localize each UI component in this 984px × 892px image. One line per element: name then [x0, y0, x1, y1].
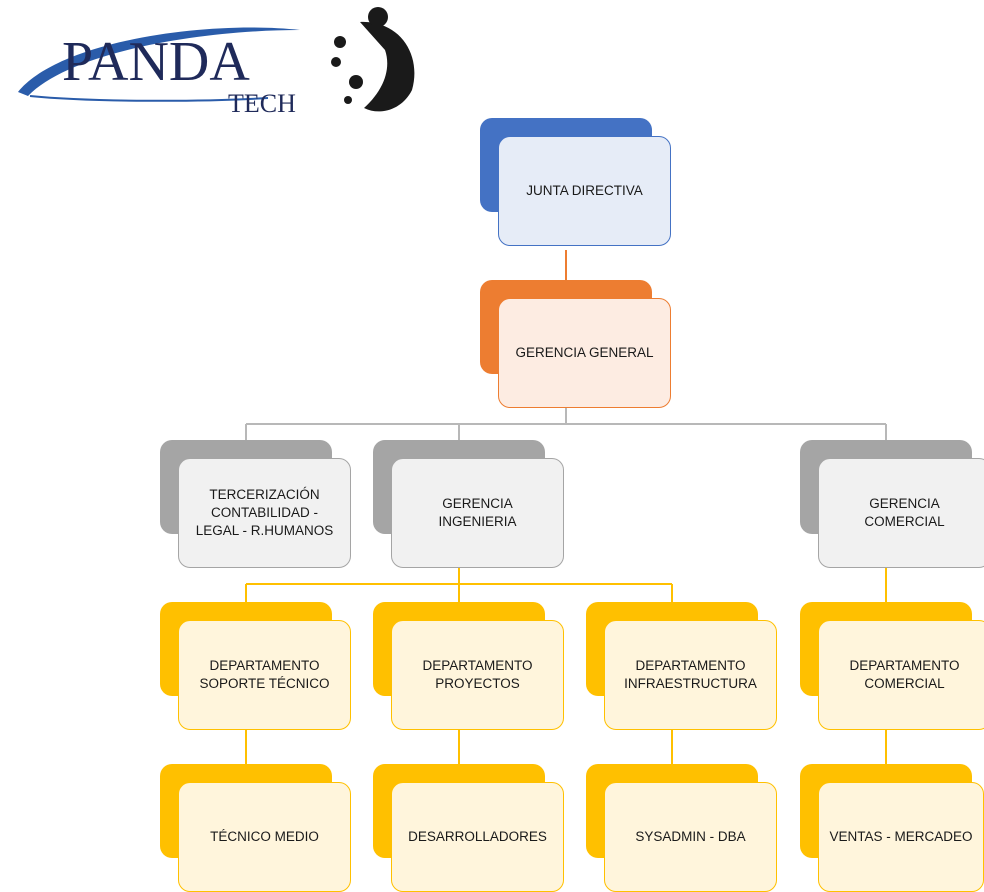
node-label: VENTAS - MERCADEO	[818, 782, 984, 892]
node-label: GERENCIA GENERAL	[498, 298, 671, 408]
node-label: DESARROLLADORES	[391, 782, 564, 892]
node-label: JUNTA DIRECTIVA	[498, 136, 671, 246]
logo-word: PANDA	[62, 31, 250, 93]
logo-sub: TECH	[228, 89, 296, 118]
panda-icon	[331, 7, 415, 112]
logo-swoosh	[18, 27, 300, 96]
node-label: SYSADMIN - DBA	[604, 782, 777, 892]
node-label: TÉCNICO MEDIO	[178, 782, 351, 892]
panda-tech-logo: PANDA TECH	[18, 7, 415, 118]
